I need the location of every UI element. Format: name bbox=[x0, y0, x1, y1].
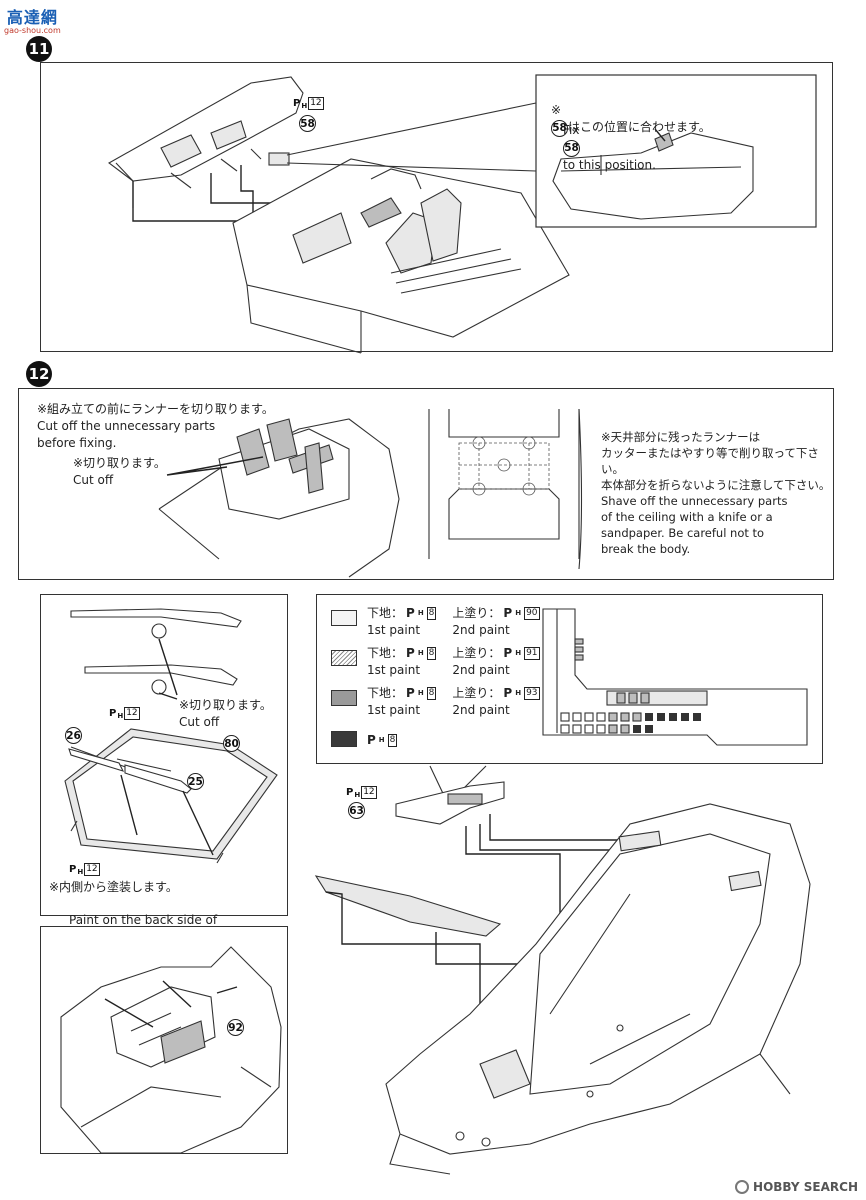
part-58: 58 bbox=[299, 115, 316, 132]
note-cutoff-2: ※切り取ります。 Cut off bbox=[179, 698, 272, 729]
step12-top-panel: ※組み立ての前にランナーを切り取ります。 Cut off the unneces… bbox=[18, 388, 834, 580]
swatch-2 bbox=[331, 650, 357, 666]
part-58-inset-en: 58 bbox=[563, 140, 580, 157]
body-assembly-drawing bbox=[314, 765, 811, 1175]
part-80: 80 bbox=[223, 735, 240, 752]
swatch-4 bbox=[331, 731, 357, 747]
swatch-3 bbox=[331, 690, 357, 706]
part-26: 26 bbox=[65, 727, 82, 744]
swatch-1 bbox=[331, 610, 357, 626]
watermark-brand: 高達網 bbox=[6, 8, 58, 27]
step-badge-11: 11 bbox=[26, 36, 52, 62]
interior-part92-panel: 92 bbox=[40, 926, 288, 1154]
windshield-drawing bbox=[64, 608, 278, 864]
step-badge-12: 12 bbox=[26, 361, 52, 387]
note-inside-jp: ※内側から塗装します。 bbox=[49, 880, 178, 894]
note-ceiling: ※天井部分に残ったランナーは カッターまたはやすり等で削り取って下さい。 本体部… bbox=[601, 430, 831, 556]
step11-drawing bbox=[107, 74, 817, 354]
note-runner: ※組み立ての前にランナーを切り取ります。 Cut off the unneces… bbox=[37, 402, 274, 450]
part-25: 25 bbox=[187, 773, 204, 790]
part-63: 63 bbox=[348, 802, 365, 819]
inset-note-jp: ※ 58はこの位置に合わせます。 bbox=[551, 85, 711, 137]
magnifier-icon bbox=[735, 1180, 750, 1194]
interior-part92-drawing bbox=[60, 946, 282, 1154]
inset-note-en: Fix 58 to this position. bbox=[563, 123, 656, 172]
step12-top-drawing bbox=[158, 408, 583, 578]
watermark-url: gao-shou.com bbox=[4, 26, 61, 35]
watermark-bottom: HOBBY SEARCH bbox=[735, 1180, 858, 1194]
watermark-logo: 高達網 gao-shou.com bbox=[4, 4, 61, 35]
console-drawing bbox=[542, 608, 808, 746]
watermark-bottom-brand: HOBBY SEARCH bbox=[753, 1180, 858, 1194]
part-58-inset-jp: 58 bbox=[551, 120, 568, 137]
part-92: 92 bbox=[227, 1019, 244, 1036]
note-cutoff-1: ※切り取ります。 Cut off bbox=[73, 456, 166, 487]
